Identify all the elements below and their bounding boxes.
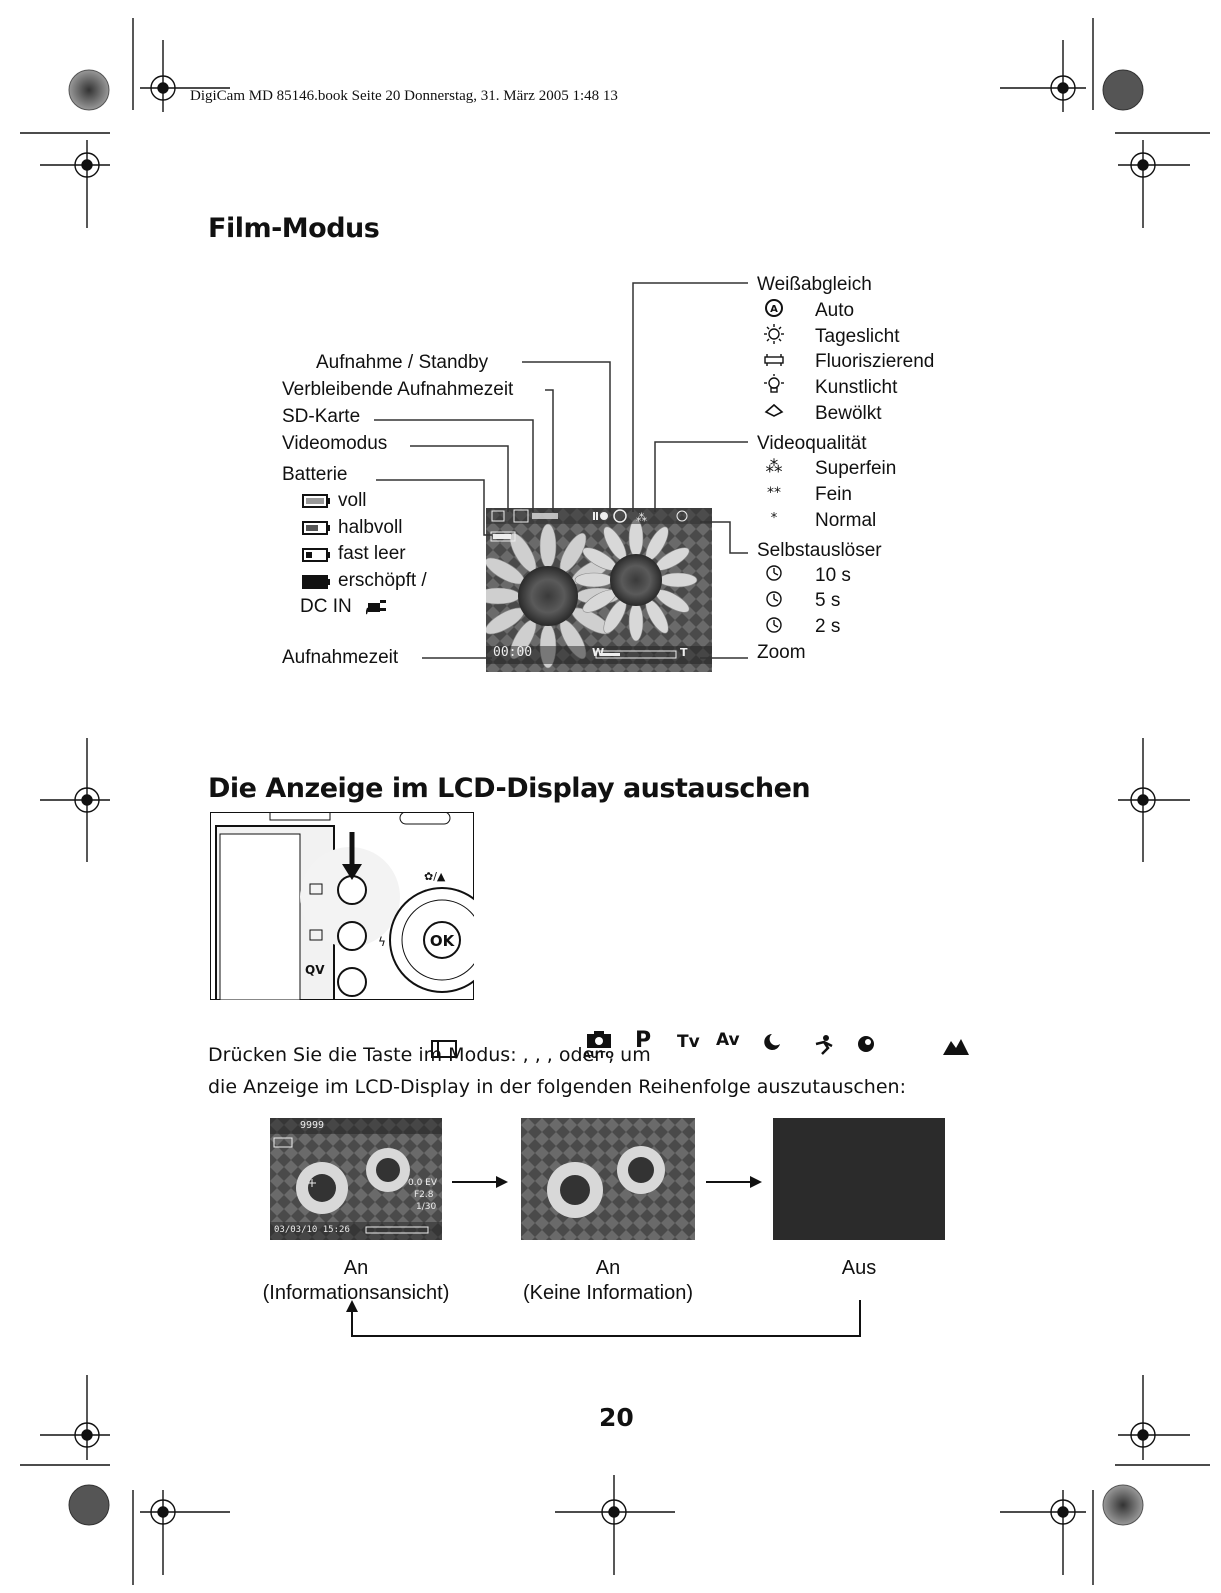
caption-info-view: An(Informationsansicht) xyxy=(256,1256,456,1306)
caption-off: Aus xyxy=(759,1256,959,1281)
arrow-right-icon xyxy=(496,1176,508,1188)
page-number: 20 xyxy=(599,1403,634,1432)
arrow-right-icon xyxy=(750,1176,762,1188)
caption-no-info: An(Keine Information) xyxy=(503,1256,713,1306)
